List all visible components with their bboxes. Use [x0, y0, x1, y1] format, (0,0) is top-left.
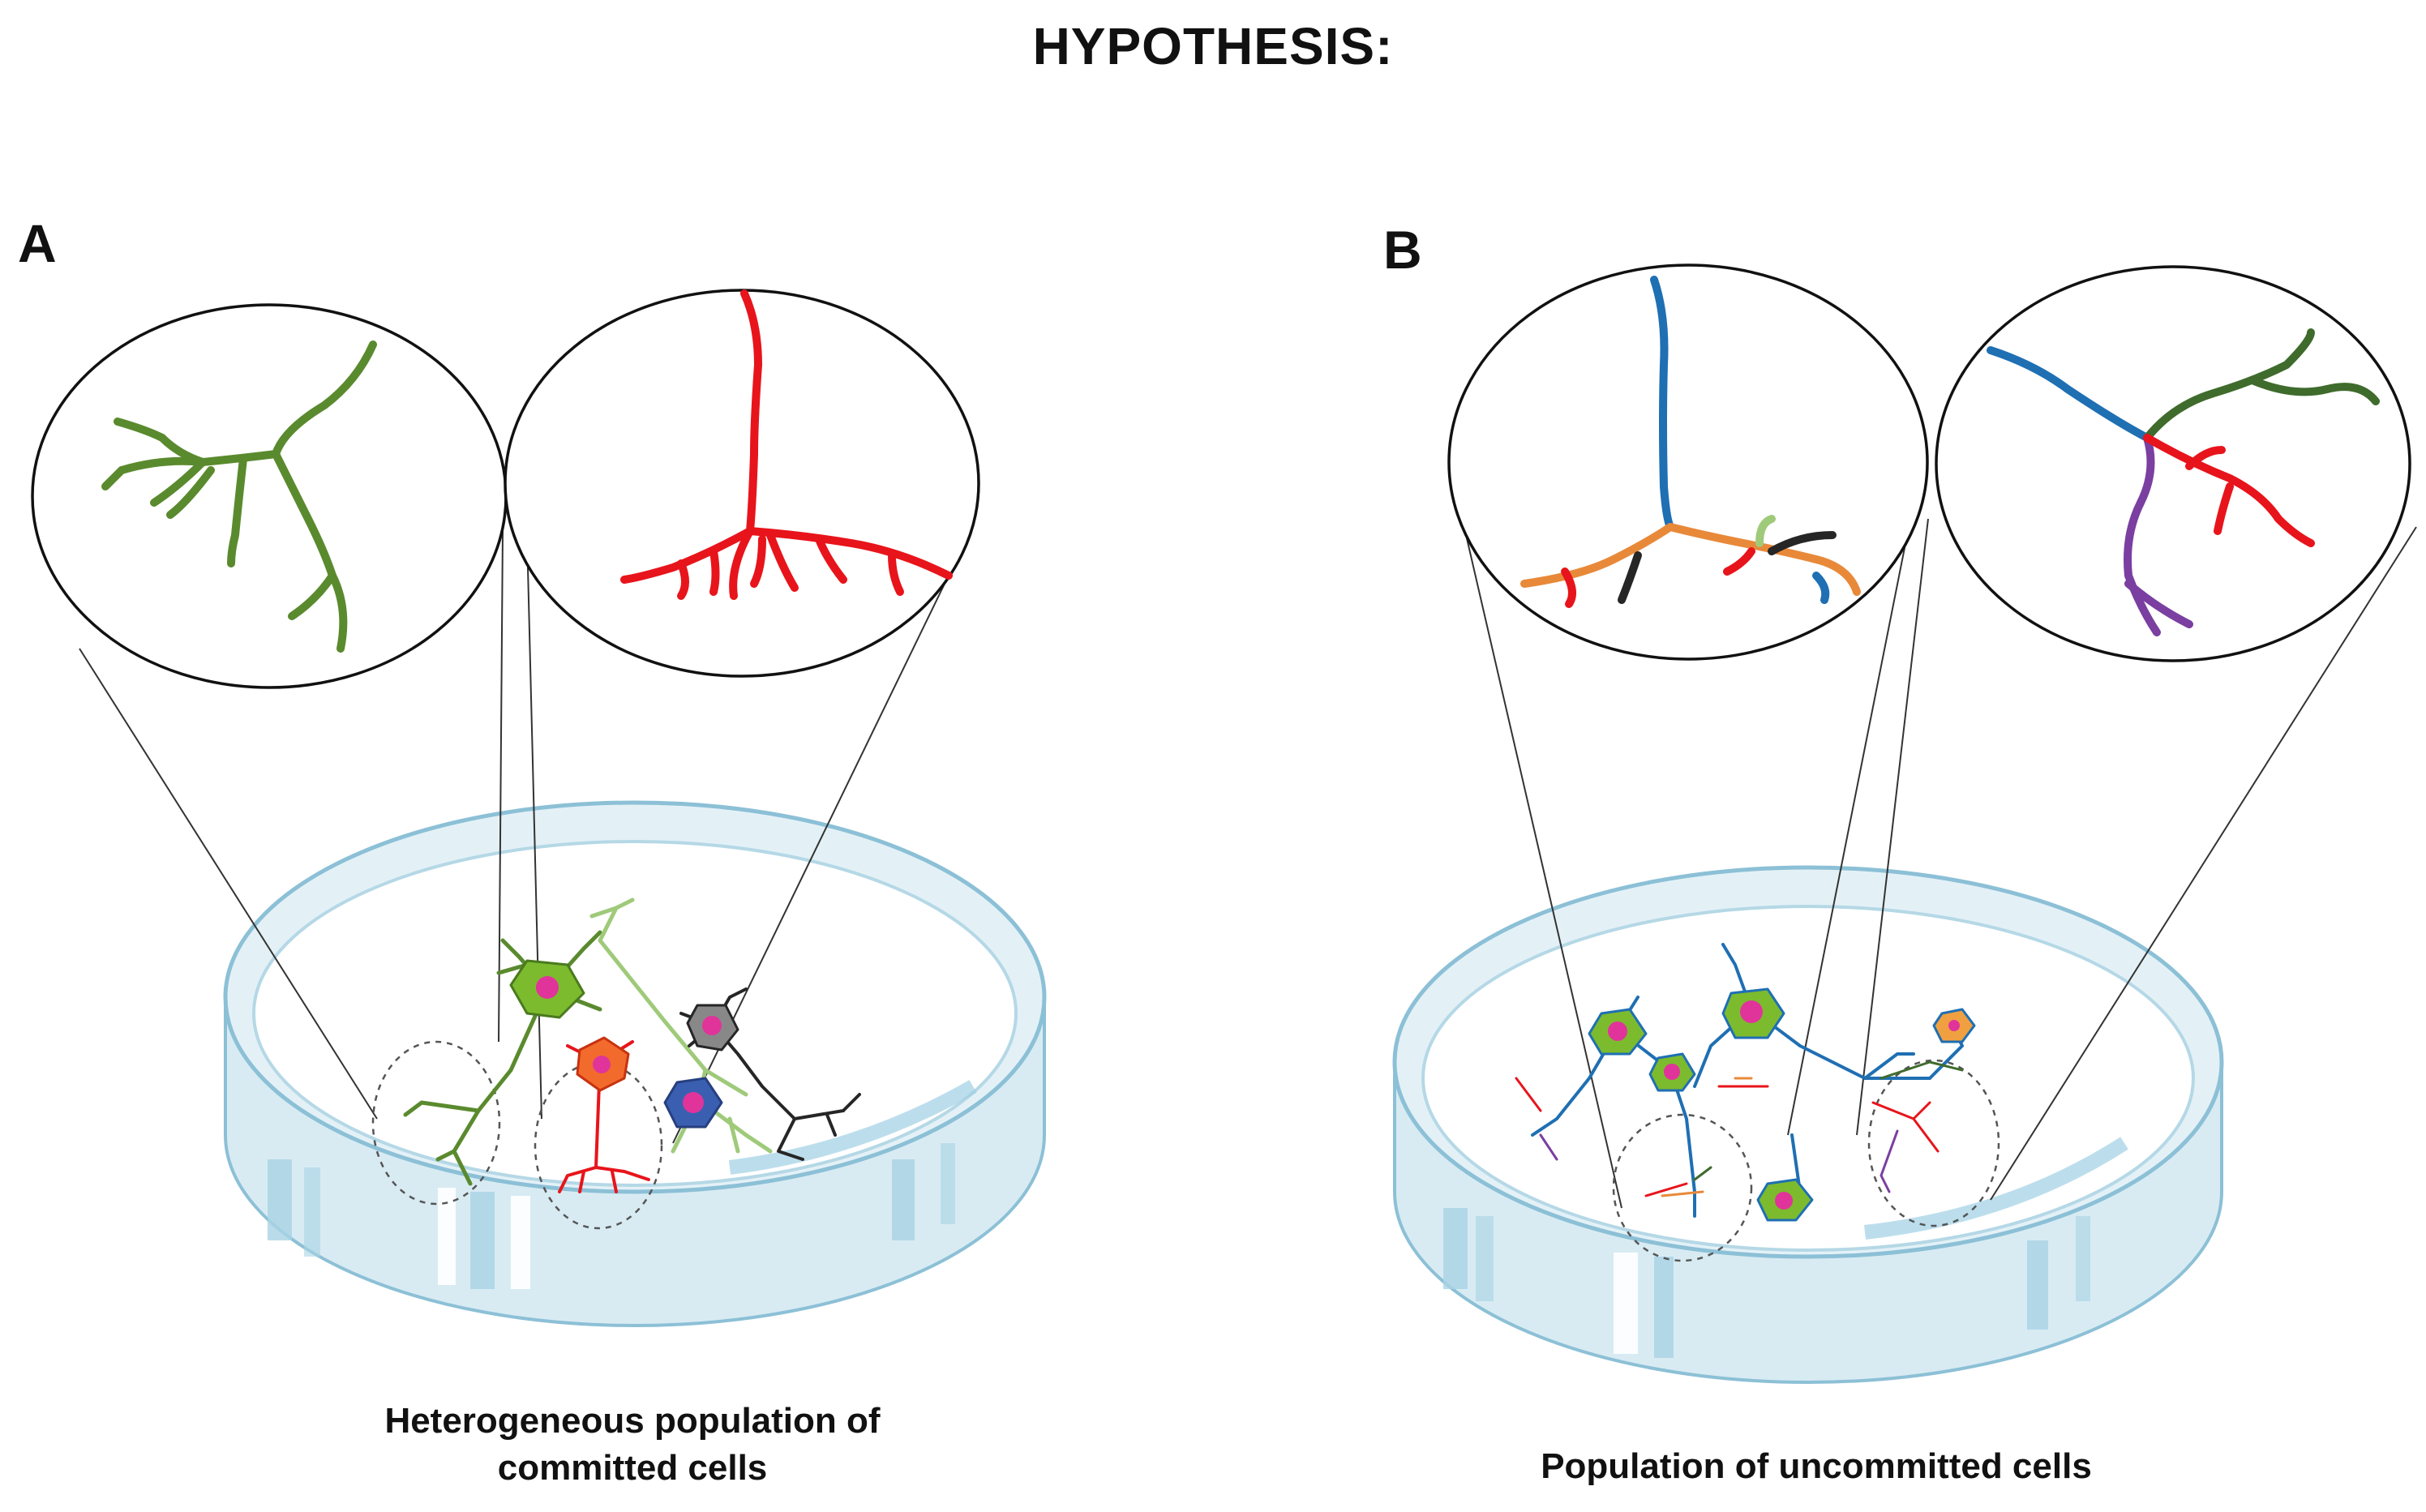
zoom-circle-a-green: [31, 303, 508, 689]
dashed-regions-b: [1612, 1059, 2000, 1262]
panel-b-illustration: [1392, 263, 2417, 1384]
neurons-b: [1515, 943, 1976, 1222]
zoom-circle-b-branched: [1935, 265, 2411, 662]
zoom-circle-a-red: [504, 289, 980, 678]
caption-b-line1: Population of uncommitted cells: [1541, 1446, 2092, 1486]
caption-a-line1: Heterogeneous population of: [384, 1401, 881, 1441]
neurons-a: [403, 897, 861, 1193]
panel-a-illustration: [31, 289, 1047, 1327]
diagram-title: HYPOTHESIS:: [1032, 17, 1394, 75]
caption-b: Population of uncommitted cells: [1411, 1443, 2222, 1490]
panel-b-label: B: [1383, 220, 1422, 280]
caption-a: Heterogeneous population of committed ce…: [276, 1398, 989, 1492]
petri-dish-b: [1392, 865, 2224, 1384]
zoom-lines-b: [1459, 461, 2417, 1209]
petri-dish-a: [223, 800, 1047, 1327]
zoom-circle-b-mixed: [1447, 263, 1929, 661]
panel-a-label: A: [18, 213, 57, 273]
caption-a-line2: committed cells: [497, 1448, 768, 1488]
